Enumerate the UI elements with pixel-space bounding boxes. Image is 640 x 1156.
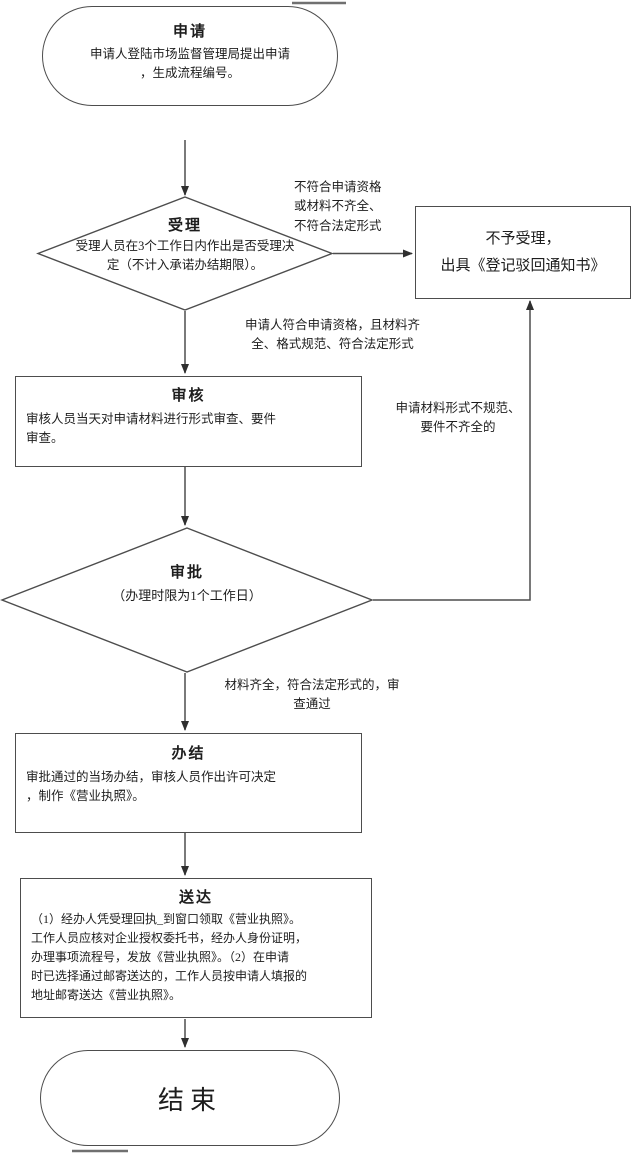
edge-approve-reject (373, 300, 534, 601)
node-conclude-body: 审批通过的当场办结，审核人员作出许可决定 ，制作《营业执照》。 (26, 770, 277, 803)
accept-diamond-shape (36, 196, 334, 311)
edge-label-approve-reject-reason: 申请材料形式不规范、 要件不齐全的 (395, 401, 521, 435)
node-end-title: 结束 (157, 1085, 222, 1115)
node-end: 结束 (40, 1050, 340, 1146)
node-accept-title: 受理 (167, 218, 202, 234)
node-deliver: 送达 （1）经办人凭受理回执_到窗口领取《营业执照》。 工作人员应核对企业授权委… (20, 878, 372, 1018)
node-approve-title: 审批 (169, 565, 204, 581)
node-review: 审核 审核人员当天对申请材料进行形式审查、要件 审查。 (15, 376, 362, 467)
node-accept-body: 受理人员在3个工作日内作出是否受理决 定（不计入承诺办结期限）。 (75, 239, 295, 272)
node-deliver-body: （1）经办人凭受理回执_到窗口领取《营业执照》。 工作人员应核对企业授权委托书，… (31, 912, 308, 1002)
edge-label-reject-reason: 不符合申请资格 或材料不齐全、 不符合法定形式 (294, 180, 382, 233)
approve-diamond-shape (0, 527, 374, 673)
node-approve: 审批 （办理时限为1个工作日） (87, 561, 287, 606)
node-conclude: 办结 审批通过的当场办结，审核人员作出许可决定 ，制作《营业执照》。 (15, 733, 362, 833)
node-apply: 申请 申请人登陆市场监督管理局提出申请 ，生成流程编号。 (42, 6, 338, 106)
node-review-title: 审核 (171, 388, 206, 404)
node-reject-body: 不予受理， 出具《登记驳回通知书》 (440, 230, 606, 274)
node-conclude-title: 办结 (171, 746, 206, 762)
node-approve-body: （办理时限为1个工作日） (112, 588, 262, 603)
node-deliver-title: 送达 (178, 890, 213, 906)
node-accept: 受理 受理人员在3个工作日内作出是否受理决 定（不计入承诺办结期限）。 (55, 214, 315, 275)
edge-label-approve-pass: 材料齐全，符合法定形式的，审 查通过 (224, 678, 400, 712)
node-apply-title: 申请 (172, 24, 207, 40)
node-reject: 不予受理， 出具《登记驳回通知书》 (415, 206, 631, 299)
edge-label-accept-pass: 申请人符合申请资格，且材料齐 全、格式规范、符合法定形式 (244, 318, 420, 352)
node-apply-body: 申请人登陆市场监督管理局提出申请 ，生成流程编号。 (89, 47, 290, 80)
node-review-body: 审核人员当天对申请材料进行形式审查、要件 审查。 (26, 412, 277, 445)
